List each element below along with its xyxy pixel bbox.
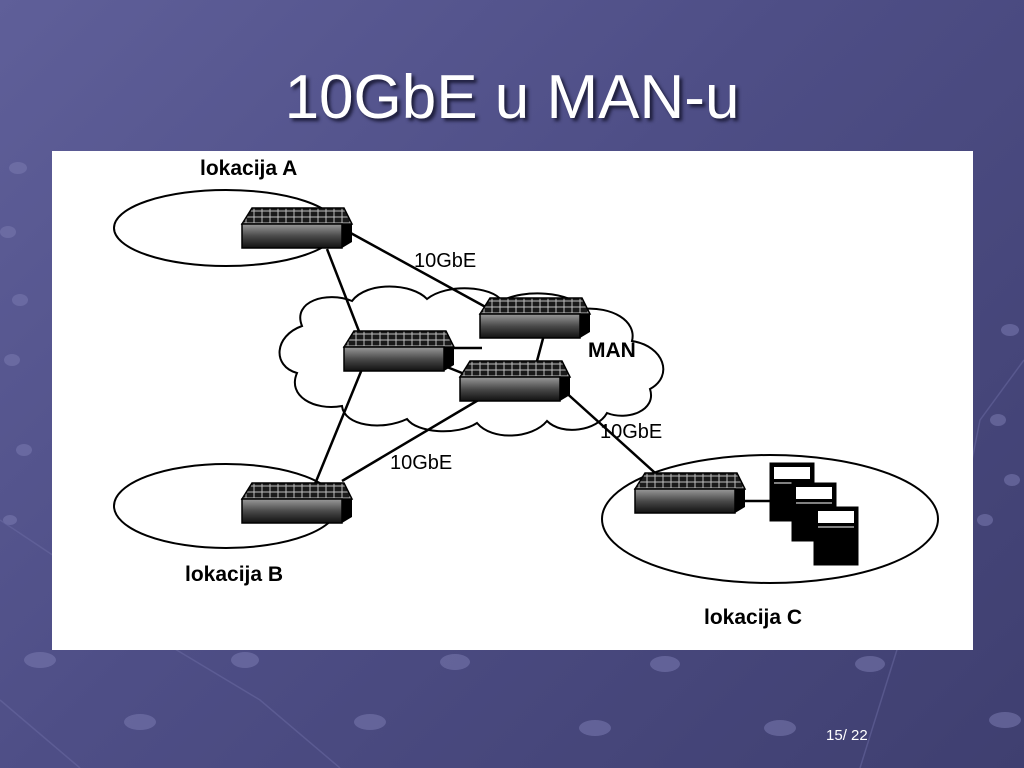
server-3-icon	[813, 506, 859, 566]
switch-man-top-icon	[479, 297, 591, 339]
link-a-man-left	[325, 248, 364, 340]
diagram-canvas: lokacija A lokacija B lokacija C MAN 10G…	[113, 157, 939, 629]
link-b-man-left	[313, 368, 364, 485]
page-separator: /	[842, 727, 852, 744]
location-c-label: lokacija C	[704, 606, 802, 629]
link-man-c	[561, 388, 665, 482]
link-man-c-label: 10GbE	[600, 421, 662, 443]
man-label: MAN	[588, 339, 636, 362]
switch-man-left-icon	[343, 330, 455, 372]
page-number: 15/ 22	[826, 727, 868, 744]
switch-location-b-icon	[241, 482, 353, 524]
link-a-man-right	[346, 229, 503, 318]
switch-location-a-icon	[241, 207, 353, 249]
slide-title: 10GbE u MAN-u	[284, 63, 740, 132]
link-a-man-label: 10GbE	[414, 250, 476, 272]
switch-location-c-icon	[634, 472, 746, 514]
page-total: 22	[851, 727, 868, 744]
page-current: 15	[826, 727, 843, 744]
link-b-man-label: 10GbE	[390, 452, 452, 474]
link-b-man-right	[341, 387, 498, 483]
network-diagram: lokacija A lokacija B lokacija C MAN 10G…	[52, 151, 973, 650]
switch-man-bottom-icon	[459, 360, 571, 402]
location-b-label: lokacija B	[185, 563, 283, 586]
location-a-label: lokacija A	[200, 157, 297, 180]
